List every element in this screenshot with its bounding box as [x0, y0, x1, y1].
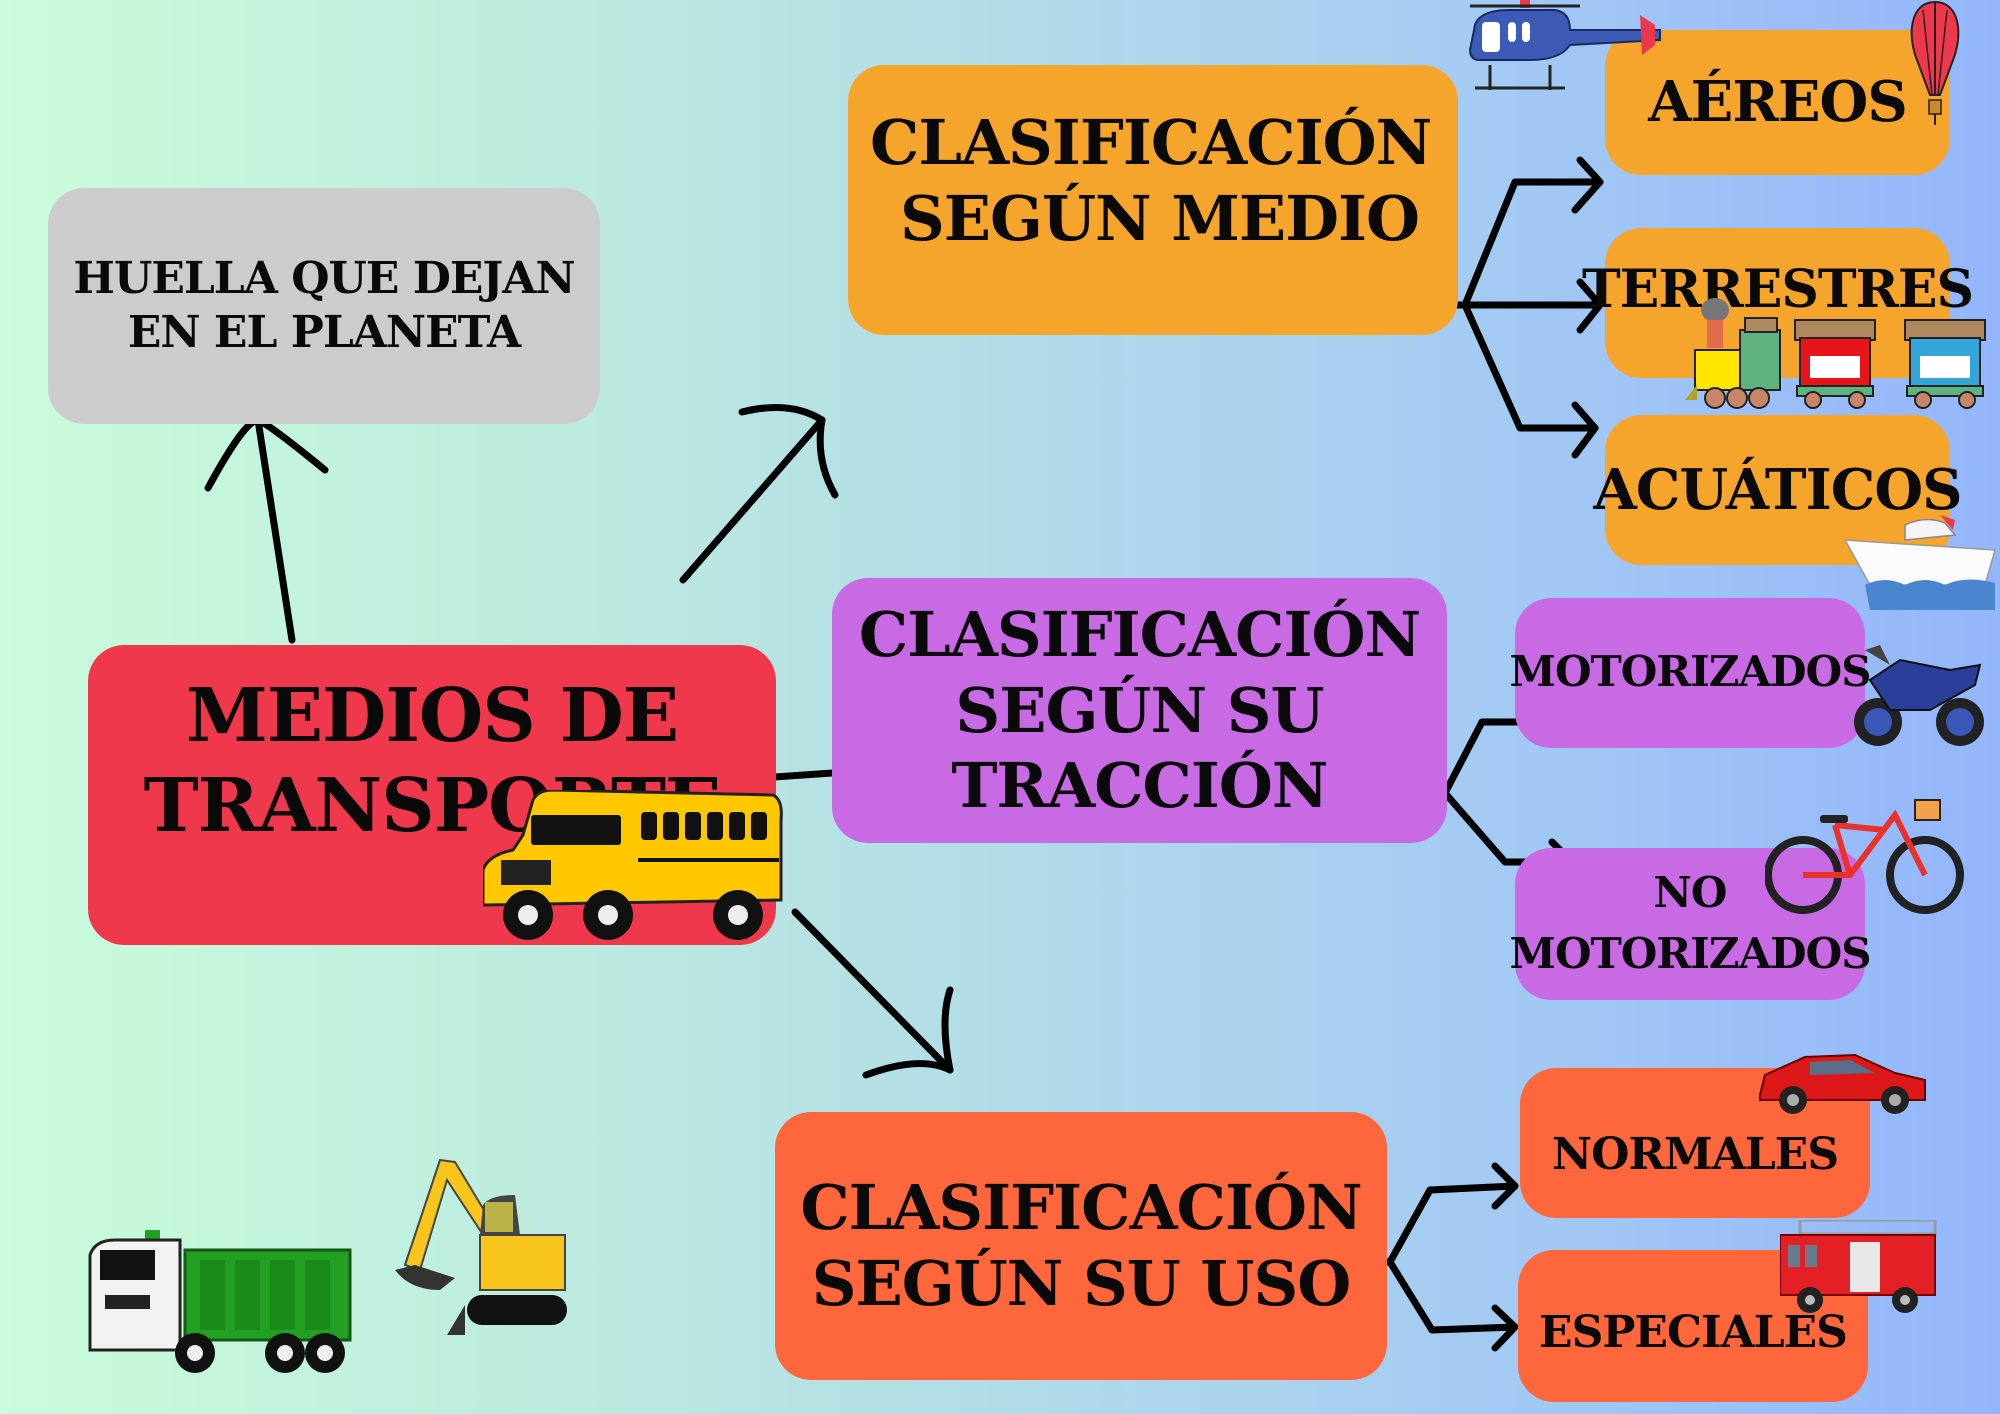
arrow-root-to-use [791, 908, 954, 1074]
arrow-root-to-footprint [254, 416, 296, 644]
car-icon [1759, 1053, 1926, 1114]
medium-line1: CLASIFICACIÓN [870, 106, 1432, 179]
branch-normales [1386, 1182, 1519, 1266]
hot-air-balloon-icon [1910, 0, 1960, 125]
helicopter-icon [1468, 0, 1661, 90]
traction-line3: TRACCIÓN [951, 749, 1328, 823]
arrow-root-to-medium [679, 416, 826, 584]
especiales-label: ESPECIALES [1539, 1307, 1848, 1359]
aereos-label: AÉREOS [1648, 69, 1908, 136]
use-line1: CLASIFICACIÓN [800, 1171, 1362, 1245]
traction-box: CLASIFICACIÓN SEGÚN SU TRACCIÓN [832, 578, 1447, 843]
medium-box: CLASIFICACIÓN SEGÚN MEDIO [848, 65, 1458, 335]
branch-acuaticos [1461, 301, 1599, 432]
medium-line2: SEGÚN MEDIO [900, 181, 1420, 255]
arrowhead-use [862, 986, 954, 1079]
use-line2: SEGÚN SU USO [811, 1247, 1352, 1320]
bicycle-icon [1765, 799, 1964, 914]
school-bus-icon [483, 790, 783, 940]
footprint-box: HUELLA QUE DEJAN EN EL PLANETA [48, 188, 600, 424]
aereos-box: AÉREOS [1605, 30, 1950, 175]
footprint-line1: HUELLA QUE DEJAN [73, 253, 575, 305]
terrestres-label: TERRESTRES [1581, 259, 1974, 320]
normales-label: NORMALES [1551, 1129, 1839, 1180]
branch-aereos [1461, 178, 1604, 309]
no-motorizados-line2: MOTORIZADOS [1509, 929, 1871, 978]
motorizados-label: MOTORIZADOS [1509, 647, 1871, 696]
branch-especiales [1386, 1258, 1519, 1334]
excavator-icon [395, 1158, 567, 1335]
dump-truck-icon [88, 1230, 352, 1373]
acuaticos-label: ACUÁTICOS [1593, 456, 1962, 523]
traction-line1: CLASIFICACIÓN [858, 598, 1421, 672]
train-icon [1685, 298, 1986, 409]
motorizados-box: MOTORIZADOS [1509, 598, 1872, 748]
ship-icon [1845, 515, 1996, 610]
motorcycle-icon [1854, 645, 1984, 746]
arrowhead-medium [738, 404, 839, 499]
fire-truck-icon [1780, 1220, 1937, 1313]
root-line1: MEDIOS DE [185, 673, 679, 759]
acuaticos-box: ACUÁTICOS [1593, 415, 1963, 565]
no-motorizados-line1: NO [1653, 868, 1728, 918]
footprint-line2: EN EL PLANETA [127, 307, 521, 358]
use-box: CLASIFICACIÓN SEGÚN SU USO [775, 1112, 1387, 1380]
traction-line2: SEGÚN SU [955, 673, 1324, 747]
terrestres-box: TERRESTRES [1582, 228, 1974, 378]
